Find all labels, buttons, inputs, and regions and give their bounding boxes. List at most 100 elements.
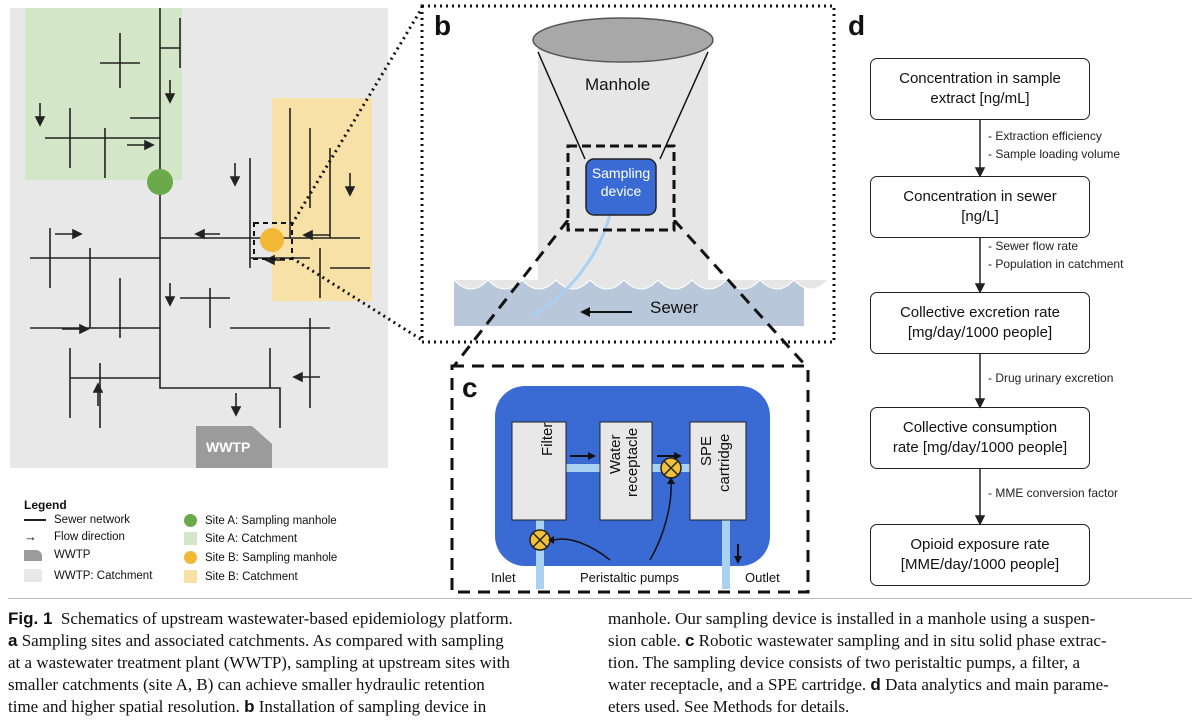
panel-ref-c: c [684,631,695,650]
spe-cartridge-block [689,421,747,521]
legend-sewer-network: Sewer network [24,514,130,526]
param-mme-conversion: - MME conversion factor [988,486,1119,500]
manhole-diagram [420,4,836,344]
caption-right-column: manhole. Our sampling device is installe… [608,608,1192,718]
box-line: [MME/day/1000 people] [900,556,1060,573]
pump-2-icon [660,457,682,479]
box-line: [ng/L] [961,208,999,225]
site-a-catchment-area [25,8,182,180]
suspension-cable-right [659,51,709,160]
legend-flow-direction: → Flow direction [24,529,125,544]
legend-site-a-catchment: Site A: Catchment [184,532,297,545]
receptacle-label-line1: Water [607,434,624,474]
inlet-label: Inlet [491,570,516,585]
panel-d-label: d [848,10,866,41]
caption-text: Data analytics and main parame- [885,675,1109,694]
legend-label: WWTP [54,549,91,561]
flow-box-sewer-concentration: Concentration in sewer[ng/L] [870,176,1090,238]
caption-line: water receptacle, and a SPE cartridge. d… [608,674,1192,696]
legend-label: Site B: Catchment [205,570,298,583]
caption-line: smaller catchments (site A, B) can achie… [8,675,485,694]
site-b-zoom-box [253,222,293,260]
param-population: - Population in catchment [988,257,1124,271]
caption-text: Sampling sites and associated catchments… [21,631,504,650]
manhole-label: Manhole [585,75,651,94]
caption-line: a Sampling sites and associated catchmen… [8,630,584,652]
caption-line: manhole. Our sampling device is installe… [608,609,1096,628]
caption-text: time and higher spatial resolution. [8,697,240,716]
legend-label: Site A: Catchment [205,532,298,545]
panel-ref-a: a [8,631,18,650]
water-receptacle-block [599,421,653,521]
swatch-icon [184,570,197,583]
legend-wwtp-catchment: WWTP: Catchment [24,569,152,582]
device-label-line2: device [600,183,642,199]
figure-label: Fig. 1 [8,609,53,628]
caption-line: time and higher spatial resolution. b In… [8,696,584,718]
caption-line: tion. The sampling device consists of tw… [608,653,1081,672]
caption-divider [8,598,1192,599]
pump-pointer-2 [649,481,672,561]
wwtp-label: WWTP [206,439,251,455]
param-extraction-efficiency: - Extraction efficiency [988,129,1102,143]
param-sample-loading-volume: - Sample loading volume [988,147,1121,161]
panel-ref-d: d [870,675,881,694]
legend-label: WWTP: Catchment [54,569,153,582]
spe-label-line2: cartridge [716,433,733,492]
outlet-label: Outlet [745,570,780,585]
wwtp-building [196,426,272,468]
filter-label: Filter [539,422,556,456]
legend-site-b-manhole: Site B: Sampling manhole [184,551,337,564]
legend-site-a-manhole: Site A: Sampling manhole [184,514,337,527]
box-line: Collective excretion rate [899,304,1061,321]
caption-line: Fig. 1 Schematics of upstream wastewater… [8,608,584,630]
receptacle-label-line2: receptacle [624,427,641,497]
box-line: Opioid exposure rate [910,536,1050,553]
suspension-cable-left [537,51,586,160]
legend-label: Site B: Sampling manhole [205,551,338,564]
flow-box-excretion-rate: Collective excretion rate[mg/day/1000 pe… [870,292,1090,354]
box-line: Collective consumption [902,419,1058,436]
flow-arrows-d [974,120,986,526]
param-urinary-excretion: - Drug urinary excretion [988,371,1114,385]
caption-text: Robotic wastewater sampling and in situ … [698,631,1107,650]
box-line: extract [ng/mL] [930,90,1030,107]
pump-1-icon [529,529,551,551]
swatch-icon [184,532,197,545]
manhole-cover [532,17,714,63]
arrow-right-icon: → [24,529,37,544]
caption-left-column: Fig. 1 Schematics of upstream wastewater… [8,608,584,718]
pumps-label: Peristaltic pumps [580,570,679,585]
panel-b-label: b [434,10,452,41]
caption-text: Installation of sampling device in [258,697,487,716]
legend-title: Legend [24,498,67,512]
legend-label: Sewer network [54,514,131,526]
zoom-connector-a-b [290,7,424,342]
caption-text: Schematics of upstream wastewater-based … [60,609,513,628]
site-b-sampling-manhole [260,228,284,252]
zoom-connector-b-c [452,220,808,368]
filter-block [511,421,567,521]
line-icon [24,519,46,521]
legend-wwtp: WWTP [24,549,90,561]
spe-label-line1: SPE [698,435,715,466]
panel-c-label: c [462,372,478,403]
flow-box-opioid-exposure: Opioid exposure rate [MME/day/1000 people… [870,524,1090,586]
site-a-sampling-manhole [147,169,173,195]
caption-text: water receptacle, and a SPE cartridge. [608,675,867,694]
device-zoom-box [566,144,676,232]
legend-label: Site A: Sampling manhole [205,514,337,527]
sampling-device-detail [450,364,810,594]
caption-line: sion cable. c Robotic wastewater samplin… [608,630,1192,652]
wwtp-shape-icon [24,549,42,561]
site-b-catchment-area [272,98,372,301]
caption-line: at a wastewater treatment plant (WWTP), … [8,653,510,672]
green-circle-icon [184,514,197,527]
sampling-tube [531,213,612,318]
legend-label: Flow direction [54,531,125,543]
legend: Sewer network → Flow direction WWTP WWTP… [24,514,384,594]
panel-ref-b: b [244,697,255,716]
yellow-circle-icon [184,551,197,564]
